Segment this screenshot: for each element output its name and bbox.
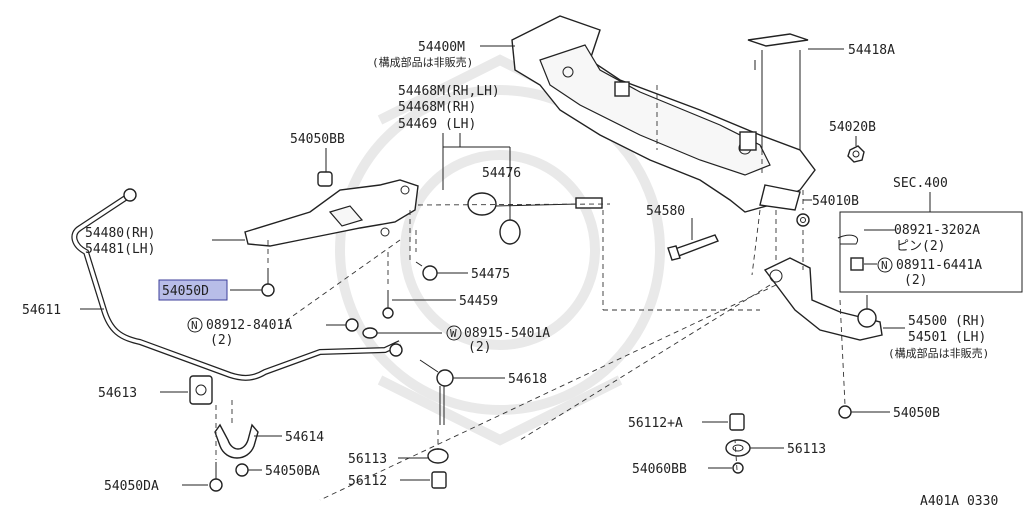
label-56112[interactable]: 56112: [348, 474, 387, 489]
nut-54010B[interactable]: [796, 213, 810, 227]
label-08912-qty: (2): [210, 333, 233, 348]
leader-lines: [80, 45, 1023, 486]
stabilizer-bar-54611[interactable]: [71, 188, 403, 381]
label-08911[interactable]: 08911-6441A: [896, 258, 982, 273]
nut-54050BA[interactable]: [235, 463, 249, 477]
part-labels: 54400M (構成部品は非販売) 54418A 54468M(RH,LH) 5…: [22, 40, 998, 509]
label-54476[interactable]: 54476: [482, 166, 521, 181]
connecting-rod-54618[interactable]: [419, 359, 454, 425]
label-08912[interactable]: 08912-8401A: [206, 318, 292, 333]
bushing-54476[interactable]: [467, 192, 603, 245]
label-54459[interactable]: 54459: [459, 294, 498, 309]
bolts-54418A[interactable]: [747, 33, 809, 150]
label-54050D[interactable]: 54050D: [162, 284, 209, 299]
label-08915-qty: (2): [468, 340, 491, 355]
label-08921-qty: ピン(2): [896, 239, 945, 254]
bushing-54613[interactable]: [189, 375, 213, 405]
label-54418A[interactable]: 54418A: [848, 43, 895, 58]
label-54469[interactable]: 54469 (LH): [398, 117, 476, 132]
label-56112A[interactable]: 56112+A: [628, 416, 683, 431]
bushing-56112-left[interactable]: [431, 471, 447, 489]
label-54020B[interactable]: 54020B: [829, 120, 876, 135]
label-08911-qty: (2): [904, 273, 927, 288]
nut-54060BB[interactable]: [732, 462, 744, 474]
bolt-54459[interactable]: [382, 290, 394, 319]
circled-symbols: N W N: [187, 257, 893, 341]
w-symbol-08915: W: [450, 327, 457, 340]
pin-08921[interactable]: [837, 234, 858, 245]
bolt-54050DA[interactable]: [209, 462, 223, 492]
label-54618[interactable]: 54618: [508, 372, 547, 387]
nut-08911[interactable]: [850, 257, 864, 271]
clamp-54614[interactable]: [214, 423, 259, 459]
label-54580[interactable]: 54580: [646, 204, 685, 219]
label-54614[interactable]: 54614: [285, 430, 324, 445]
label-54050B[interactable]: 54050B: [893, 406, 940, 421]
assembly-lines: [215, 85, 846, 501]
label-54468M-rhlh[interactable]: 54468M(RH,LH): [398, 84, 500, 99]
bolt-54580[interactable]: [667, 234, 719, 261]
label-54501[interactable]: 54501 (LH): [908, 330, 986, 345]
nut-54020B[interactable]: [847, 145, 865, 163]
nut-54050B[interactable]: [838, 405, 852, 419]
collar-54050BB[interactable]: [317, 171, 333, 187]
figure-code: A401A 0330: [920, 494, 998, 509]
bracket-54480[interactable]: [244, 179, 419, 247]
watermark-emblem: [335, 54, 665, 446]
insulator-56113-right[interactable]: [725, 439, 751, 457]
label-54611[interactable]: 54611: [22, 303, 61, 318]
label-54050BA[interactable]: 54050BA: [265, 464, 320, 479]
label-08915[interactable]: 08915-5401A: [464, 326, 550, 341]
washer-08915[interactable]: [362, 327, 378, 339]
label-sec400[interactable]: SEC.400: [893, 176, 948, 191]
label-54500-note: (構成部品は非販売): [888, 346, 989, 360]
label-54481[interactable]: 54481(LH): [85, 242, 155, 257]
nut-08912[interactable]: [345, 318, 359, 332]
transverse-link-54500[interactable]: [763, 257, 883, 341]
label-56113-right[interactable]: 56113: [787, 442, 826, 457]
bolt-54050D[interactable]: [261, 268, 275, 297]
label-54400M[interactable]: 54400M: [418, 40, 465, 55]
label-54500[interactable]: 54500 (RH): [908, 314, 986, 329]
label-56113-left[interactable]: 56113: [348, 452, 387, 467]
label-54613[interactable]: 54613: [98, 386, 137, 401]
label-54050DA[interactable]: 54050DA: [104, 479, 159, 494]
n-symbol-08912: N: [191, 319, 198, 332]
label-08921[interactable]: 08921-3202A: [894, 223, 980, 238]
label-54400M-note: (構成部品は非販売): [372, 55, 473, 69]
label-54060BB[interactable]: 54060BB: [632, 462, 687, 477]
label-54050BB[interactable]: 54050BB: [290, 132, 345, 147]
insulator-56113-left[interactable]: [427, 448, 449, 464]
bushing-56112A-right[interactable]: [729, 413, 745, 431]
label-54475[interactable]: 54475: [471, 267, 510, 282]
label-54468M-rh[interactable]: 54468M(RH): [398, 100, 476, 115]
label-54010B[interactable]: 54010B: [812, 194, 859, 209]
label-54480[interactable]: 54480(RH): [85, 226, 155, 241]
crossmember-54400M[interactable]: [511, 15, 816, 213]
selected-part-highlight: [158, 279, 228, 301]
n-symbol-08911: N: [881, 259, 888, 272]
bolt-54475[interactable]: [415, 261, 438, 281]
